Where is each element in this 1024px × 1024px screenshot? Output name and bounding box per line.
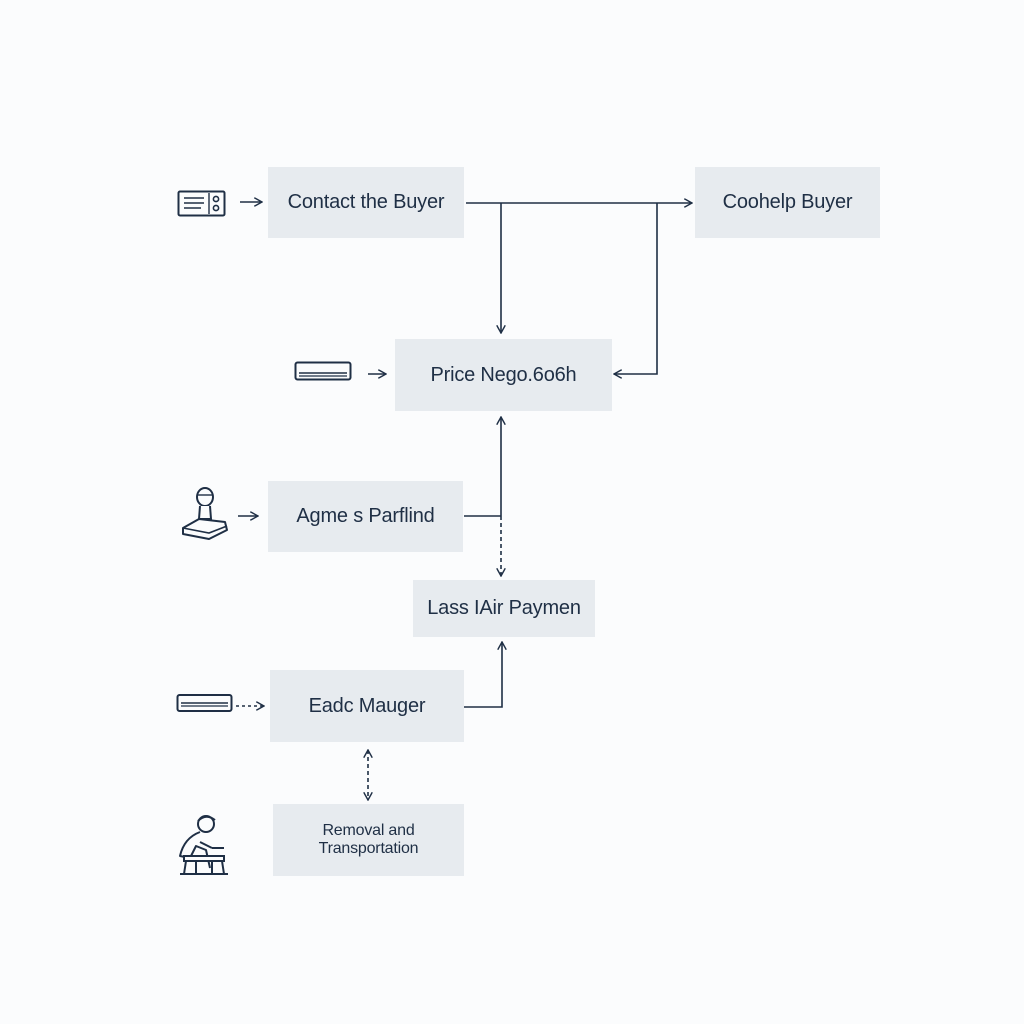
right-buyer-label: Coohelp Buyer (722, 191, 853, 213)
stamp-icon (179, 486, 231, 542)
contact-buyer-label: Contact the Buyer (287, 191, 445, 213)
radio-icon (177, 190, 227, 218)
dvd-player-icon (176, 693, 234, 715)
air-conditioner-icon (294, 361, 352, 383)
right-buyer-box[interactable]: Coohelp Buyer (695, 167, 880, 238)
agreement-label: Agme s Parflind (296, 505, 435, 527)
removal-transportation-box[interactable]: Removal and Transportation (273, 804, 464, 876)
price-negotiation-box[interactable]: Price Nego.6o6h (395, 339, 612, 411)
worker-icon (176, 812, 232, 878)
payment-box[interactable]: Lass IAir Paymen (413, 580, 595, 637)
connector-loop-into-negotiation (614, 203, 658, 374)
price-negotiation-label: Price Nego.6o6h (430, 363, 577, 386)
removal-label-line1: Removal and (322, 821, 415, 839)
contact-buyer-box[interactable]: Contact the Buyer (268, 167, 464, 238)
manager-box[interactable]: Eadc Mauger (270, 670, 464, 742)
removal-label-line2: Transportation (318, 840, 419, 857)
manager-label: Eadc Mauger (308, 694, 426, 717)
connector-manager-up-to-payment (464, 642, 502, 708)
payment-label: Lass IAir Paymen (427, 597, 581, 619)
agreement-box[interactable]: Agme s Parflind (268, 481, 463, 552)
